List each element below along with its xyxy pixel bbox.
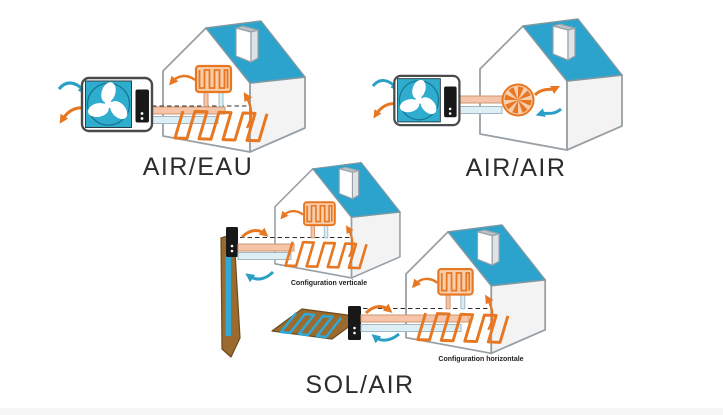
warm-pipe bbox=[149, 106, 226, 115]
ground-pipe bbox=[225, 254, 231, 336]
flow-out-arrow bbox=[364, 303, 393, 315]
air-air-diagram bbox=[373, 18, 623, 151]
cold-pipe bbox=[149, 116, 219, 124]
warm-air-arrow bbox=[533, 85, 561, 97]
cold-pipe bbox=[360, 324, 462, 332]
house bbox=[274, 161, 401, 279]
junction-box bbox=[348, 306, 361, 340]
flow-return-arrow bbox=[371, 332, 400, 344]
vertical-ground-loop bbox=[220, 227, 241, 358]
vertical-configuration bbox=[220, 161, 401, 358]
horizontal-configuration-caption: Configuration horizontale bbox=[438, 356, 524, 363]
cold-pipe bbox=[237, 252, 292, 260]
house bbox=[405, 224, 547, 355]
air-eau-diagram bbox=[59, 20, 306, 153]
warm-pipe bbox=[237, 243, 295, 252]
footer-bar bbox=[0, 408, 723, 415]
vertical-configuration-caption: Configuration verticale bbox=[290, 280, 368, 287]
horizontal-configuration bbox=[271, 224, 547, 355]
cool-air-arrow bbox=[535, 107, 562, 117]
house bbox=[162, 20, 306, 153]
flow-return-arrow bbox=[245, 270, 275, 283]
pinwheel-fan-icon bbox=[504, 86, 532, 114]
house bbox=[479, 18, 623, 151]
ground-coil bbox=[279, 312, 342, 339]
sol-air-diagram bbox=[220, 161, 547, 358]
junction-box bbox=[226, 227, 238, 257]
air-air-label: AIR/AIR bbox=[465, 154, 567, 182]
outdoor-unit bbox=[373, 76, 459, 125]
indoor-fan-unit bbox=[501, 83, 562, 117]
cold-pipe bbox=[454, 106, 503, 114]
sol-air-label: SOL/AIR bbox=[305, 371, 415, 399]
warm-pipe bbox=[360, 314, 470, 323]
outdoor-unit bbox=[59, 78, 152, 131]
flow-out-arrow bbox=[240, 227, 269, 239]
horizontal-ground-loop bbox=[271, 306, 363, 340]
warm-pipe bbox=[454, 95, 506, 104]
air-eau-label: AIR/EAU bbox=[142, 153, 254, 181]
